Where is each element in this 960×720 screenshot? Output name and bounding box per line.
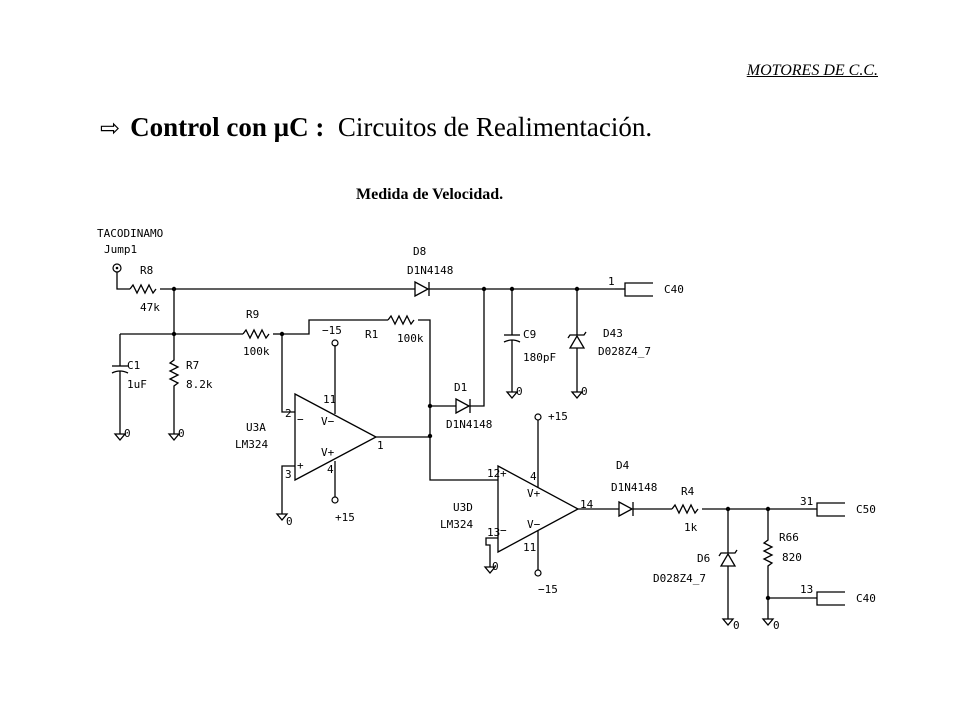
u3d-vminus: V− xyxy=(527,518,541,531)
tacodinamo-input: TACODINAMO Jump1 xyxy=(97,227,163,290)
diode-d8: D8 D1N4148 xyxy=(407,245,453,298)
u3d-minus: − xyxy=(500,524,507,537)
r7-value: 8.2k xyxy=(186,378,213,391)
pin1-label: 1 xyxy=(608,275,615,288)
gnd-r66-label: 0 xyxy=(773,619,780,632)
opamp-u3a: − + 2 3 V− V+ 11 4 1 U3A LM324 xyxy=(235,392,384,482)
u3a-pin1: 1 xyxy=(377,439,384,452)
d6-name: D6 xyxy=(697,552,710,565)
d1-value: D1N4148 xyxy=(446,418,492,431)
gnd-d6-label: 0 xyxy=(733,619,740,632)
r66-name: R66 xyxy=(779,531,799,544)
r9-value: 100k xyxy=(243,345,270,358)
d8-name: D8 xyxy=(413,245,426,258)
d4-name: D4 xyxy=(616,459,630,472)
u3d-pos15-label: +15 xyxy=(548,410,568,423)
pin31-label: 31 xyxy=(800,495,813,508)
resistor-r9: R9 100k xyxy=(242,308,270,358)
section-header: MOTORES DE C.C. xyxy=(746,62,878,79)
u3a-vminus: V− xyxy=(321,415,335,428)
d4-value: D1N4148 xyxy=(611,481,657,494)
r4-value: 1k xyxy=(684,521,698,534)
resistor-r1: R1 100k xyxy=(365,314,424,345)
c9-name: C9 xyxy=(523,328,536,341)
u3d-pin14: 14 xyxy=(580,498,594,511)
u3d-vplus: V+ xyxy=(527,487,541,500)
r66-value: 820 xyxy=(782,551,802,564)
diode-d4: D4 D1N4148 xyxy=(611,459,657,518)
opamp-u3d: + − 12 13 V+ V− 4 11 14 U3D LM324 xyxy=(440,464,594,554)
connector-c40-bottom: 13 C40 xyxy=(768,583,876,606)
c40-bottom-label: C40 xyxy=(856,592,876,605)
u3a-plus: + xyxy=(297,459,304,472)
u3a-vplus: V+ xyxy=(321,446,335,459)
u3a-pin4: 4 xyxy=(327,463,334,476)
r1-name: R1 xyxy=(365,328,378,341)
title-bold-part: Control con µC : xyxy=(130,112,325,142)
r1-value: 100k xyxy=(397,332,424,345)
gnd-u3a-label: 0 xyxy=(286,515,293,528)
r4-name: R4 xyxy=(681,485,695,498)
d1-name: D1 xyxy=(454,381,467,394)
u3d-pin13: 13 xyxy=(487,526,500,539)
r9-name: R9 xyxy=(246,308,259,321)
capacitor-c1: C1 1uF 0 xyxy=(111,334,147,441)
r7-name: R7 xyxy=(186,359,199,372)
diode-d1: D1 D1N4148 xyxy=(430,289,492,431)
r8-value: 47k xyxy=(140,301,160,314)
resistor-r8: R8 47k xyxy=(129,264,160,314)
u3a-pin11: 11 xyxy=(323,393,336,406)
u3d-value: LM324 xyxy=(440,518,473,531)
d43-value: D028Z4_7 xyxy=(598,345,651,358)
u3a-neg15-label: −15 xyxy=(322,324,342,337)
u3a-pos15-label: +15 xyxy=(335,511,355,524)
title-normal-part: Circuitos de Realimentación. xyxy=(337,112,653,142)
zener-d6: D6 D028Z4_7 0 xyxy=(653,509,740,632)
c40-top-label: C40 xyxy=(664,283,684,296)
c1-value: 1uF xyxy=(127,378,147,391)
diagram-subtitle: Medida de Velocidad. xyxy=(356,186,504,203)
r8-name: R8 xyxy=(140,264,153,277)
u3a-pin3: 3 xyxy=(285,468,292,481)
gnd-r7-label: 0 xyxy=(178,427,185,440)
u3d-plus: + xyxy=(500,467,507,480)
connector-c40-top: 1 C40 xyxy=(608,275,684,297)
arrow-right-icon: ⇨ xyxy=(100,116,121,142)
d8-value: D1N4148 xyxy=(407,264,453,277)
capacitor-c9: C9 180pF 0 xyxy=(503,289,556,399)
u3a-value: LM324 xyxy=(235,438,268,451)
u3a-minus: − xyxy=(297,413,304,426)
slide-title: ⇨ Control con µC : Circuitos de Realiment… xyxy=(100,112,652,143)
zener-d43: D43 D028Z4_7 0 xyxy=(567,289,651,399)
tacodinamo-label: TACODINAMO xyxy=(97,227,163,240)
pin13-label: 13 xyxy=(800,583,813,596)
resistor-r66: R66 820 0 xyxy=(762,509,802,632)
resistor-r7: R7 8.2k 0 xyxy=(168,334,213,441)
u3a-pin2: 2 xyxy=(285,407,292,420)
u3d-pin11: 11 xyxy=(523,541,536,554)
u3d-name: U3D xyxy=(453,501,473,514)
jump1-label: Jump1 xyxy=(104,243,137,256)
c9-value: 180pF xyxy=(523,351,556,364)
gnd-c1-label: 0 xyxy=(124,427,131,440)
c50-label: C50 xyxy=(856,503,876,516)
u3d-pin12: 12 xyxy=(487,467,500,480)
d43-name: D43 xyxy=(603,327,623,340)
u3d-pin4: 4 xyxy=(530,470,537,483)
connector-c50: 31 C50 xyxy=(800,495,876,517)
resistor-r4: R4 1k xyxy=(671,485,699,534)
gnd-d43-label: 0 xyxy=(581,385,588,398)
u3a-name: U3A xyxy=(246,421,266,434)
gnd-u3d-label: 0 xyxy=(492,560,499,573)
u3d-neg15-label: −15 xyxy=(538,583,558,596)
c1-name: C1 xyxy=(127,359,140,372)
d6-value: D028Z4_7 xyxy=(653,572,706,585)
gnd-c9-label: 0 xyxy=(516,385,523,398)
